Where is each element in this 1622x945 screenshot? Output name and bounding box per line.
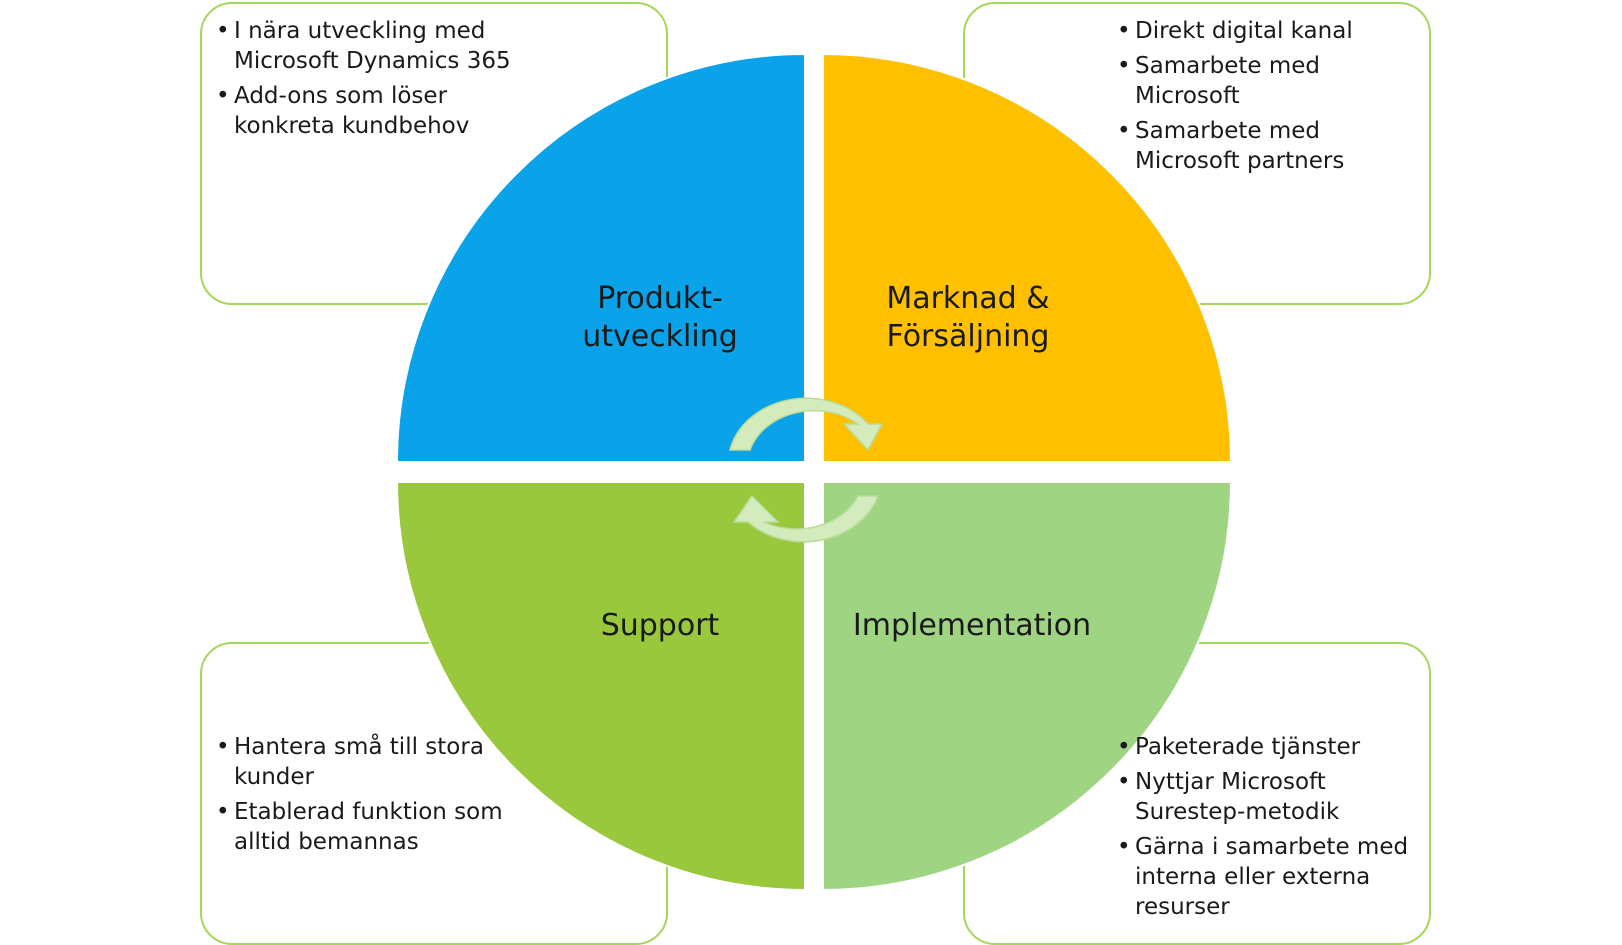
bullet-item: Samarbete med Microsoft <box>1117 51 1417 111</box>
quadrant-label-product-development: Produkt- utveckling <box>560 280 760 356</box>
market-sales-bullets: Direkt digital kanal Samarbete med Micro… <box>1117 16 1417 181</box>
implementation-bullets: Paketerade tjänster Nyttjar Microsoft Su… <box>1117 732 1417 927</box>
bullet-item: Direkt digital kanal <box>1117 16 1417 46</box>
label-line: Produkt- <box>597 281 723 316</box>
quadrant-label-support: Support <box>560 607 760 645</box>
label-line: utveckling <box>582 319 738 354</box>
label-line: Implementation <box>852 608 1092 643</box>
quadrant-support <box>395 481 806 892</box>
bullet-item: Gärna i samarbete med interna eller exte… <box>1117 832 1417 922</box>
bullet-item: Paketerade tjänster <box>1117 732 1417 762</box>
cycle-arrow-top-icon <box>729 397 884 452</box>
bullet-item: Hantera små till stora kunder <box>216 732 516 792</box>
quadrant-label-market-sales: Marknad & Försäljning <box>868 280 1068 356</box>
label-line: Marknad & <box>886 281 1050 316</box>
product-development-bullets: I nära utveckling med Microsoft Dynamics… <box>216 16 516 146</box>
quadrant-market-sales <box>822 52 1233 463</box>
bullet-item: Nyttjar Microsoft Surestep-metodik <box>1117 767 1417 827</box>
bullet-item: Samarbete med Microsoft partners <box>1117 116 1417 176</box>
quadrant-implementation <box>822 481 1233 892</box>
bullet-item: Add-ons som löser konkreta kundbehov <box>216 81 516 141</box>
quadrant-product-development <box>395 52 806 463</box>
support-bullets: Hantera små till stora kunder Etablerad … <box>216 732 516 862</box>
bullet-item: Etablerad funktion som alltid bemannas <box>216 797 516 857</box>
quadrant-label-implementation: Implementation <box>842 607 1102 645</box>
cycle-arrow-bottom-icon <box>732 494 880 543</box>
bullet-item: I nära utveckling med Microsoft Dynamics… <box>216 16 516 76</box>
label-line: Support <box>600 608 720 643</box>
label-line: Försäljning <box>886 319 1050 354</box>
